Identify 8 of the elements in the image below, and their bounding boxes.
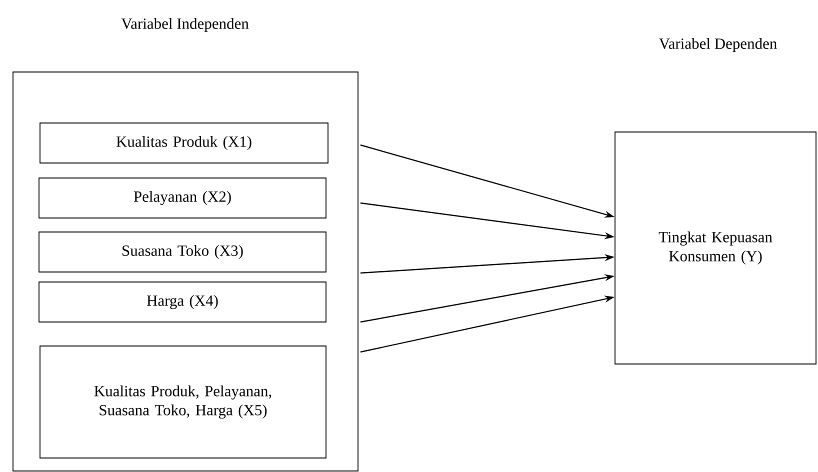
variable-box: Kualitas Produk, Pelayanan, Suasana Toko, Harga (X5) [40, 346, 326, 458]
variable-box: Harga (X4) [38, 282, 326, 322]
variable-box: Pelayanan (X2) [38, 178, 326, 218]
variable-box: Kualitas Produk (X1) [40, 122, 328, 164]
heading: Variabel Dependen [659, 38, 777, 52]
heading: Variabel Independen [121, 18, 249, 32]
result-box: Tingkat Kepuasan Konsumen (Y) [614, 132, 816, 364]
variable-box: Suasana Toko (X3) [38, 232, 326, 272]
